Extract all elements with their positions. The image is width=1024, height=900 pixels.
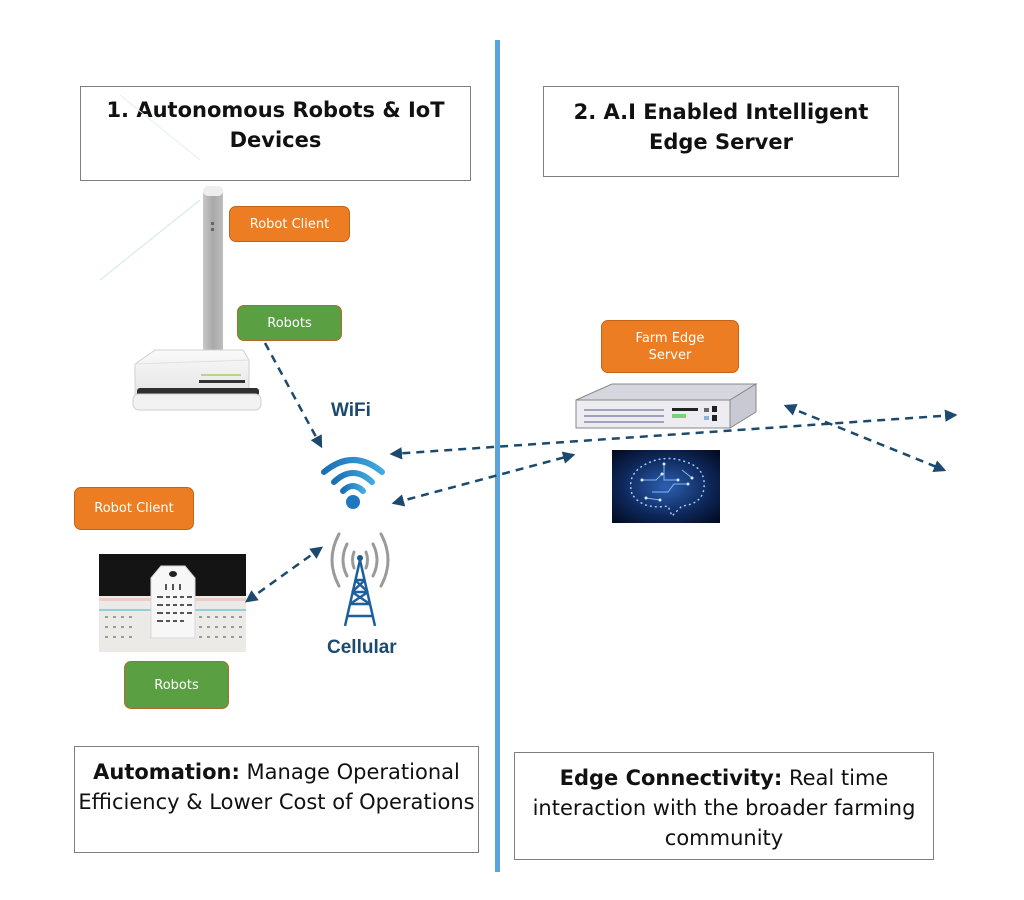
decorative-line bbox=[99, 94, 201, 281]
arrow-sensor-to-cellular bbox=[244, 546, 324, 603]
cellular-label: Cellular bbox=[327, 637, 397, 658]
automation-note-text: Manage Operational Efficiency & Lower Co… bbox=[78, 760, 475, 814]
right-section-title-text: 2. A.I Enabled Intelligent Edge Server bbox=[573, 100, 869, 154]
robot-client-tag-bottom: Robot Client bbox=[74, 487, 194, 530]
left-section-title-text: 1. Autonomous Robots & IoT Devices bbox=[106, 98, 445, 152]
automation-note-heading: Automation: bbox=[93, 760, 240, 784]
cellular-tower-icon bbox=[330, 532, 390, 627]
wifi-icon bbox=[321, 457, 385, 509]
robot-client-tag-top-label: Robot Client bbox=[249, 216, 330, 232]
iot-sensor-image bbox=[99, 554, 246, 652]
wifi-label: WiFi bbox=[331, 400, 371, 421]
robot-client-tag-top: Robot Client bbox=[229, 206, 350, 242]
arrow-server-to-wifi bbox=[389, 409, 958, 460]
robots-tag-bottom: Robots bbox=[124, 661, 229, 709]
robots-tag-top-label: Robots bbox=[267, 315, 312, 331]
automation-note: Automation: Manage Operational Efficienc… bbox=[74, 746, 479, 853]
robot-icon bbox=[132, 186, 262, 411]
farm-edge-server-tag: Farm Edge Server bbox=[601, 320, 739, 373]
left-section-title: 1. Autonomous Robots & IoT Devices bbox=[80, 86, 471, 181]
edge-connectivity-note-text: Real time interaction with the broader f… bbox=[532, 766, 916, 850]
right-section-title: 2. A.I Enabled Intelligent Edge Server bbox=[543, 86, 899, 177]
arrow-robots-to-wifi bbox=[263, 342, 323, 449]
edge-connectivity-note-heading: Edge Connectivity: bbox=[559, 766, 783, 790]
robot-client-tag-bottom-label: Robot Client bbox=[94, 501, 174, 516]
robots-tag-bottom-label: Robots bbox=[154, 677, 199, 693]
robots-tag-top: Robots bbox=[237, 305, 342, 341]
arrow-wifi-to-brain bbox=[391, 451, 576, 507]
ai-brain-image bbox=[612, 450, 720, 523]
edge-connectivity-note: Edge Connectivity: Real time interaction… bbox=[514, 752, 934, 860]
farm-edge-server-tag-label: Farm Edge Server bbox=[635, 330, 705, 363]
arrow-server-to-community bbox=[783, 403, 947, 473]
